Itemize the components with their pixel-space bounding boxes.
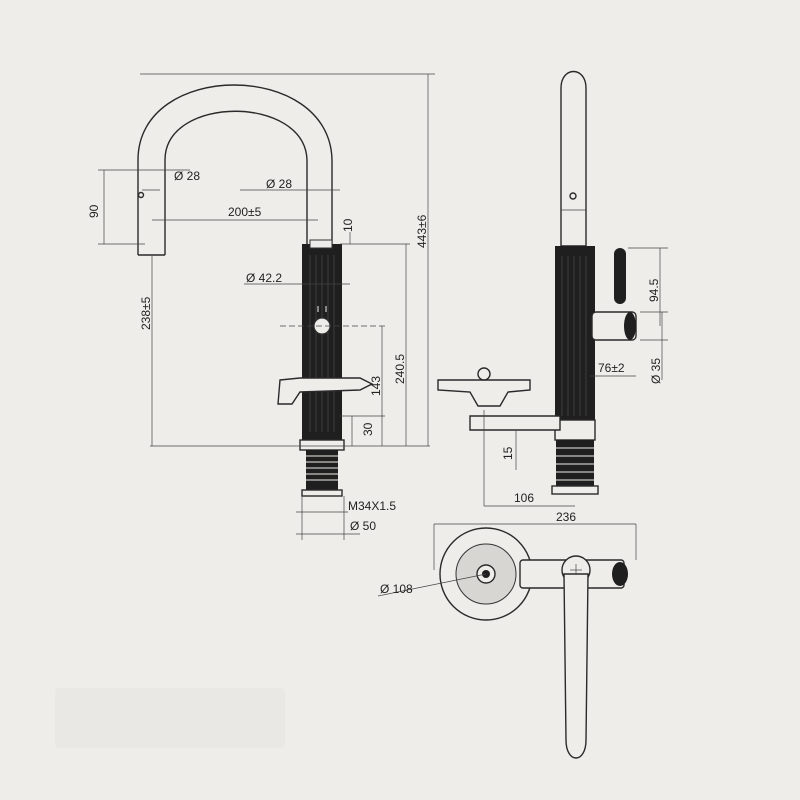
label-thread: M34X1.5: [348, 499, 396, 513]
label-30: 30: [361, 422, 375, 436]
top-view: [377, 523, 637, 759]
spout-outer: [137, 84, 333, 255]
label-94: 94.5: [647, 278, 661, 302]
label-d28-spout: Ø 28: [174, 169, 200, 183]
label-443: 443±6: [415, 214, 429, 248]
label-240: 240.5: [393, 354, 407, 384]
side-body: [555, 246, 595, 422]
label-d35: Ø 35: [649, 358, 663, 384]
label-76: 76±2: [598, 361, 625, 375]
side-view: [437, 71, 668, 507]
label-236: 236: [556, 510, 576, 524]
front-view: [98, 73, 435, 540]
front-lever: [277, 377, 374, 405]
watermark-area: [55, 688, 285, 748]
top-handle: [563, 573, 589, 759]
dimension-labels: Ø 28 Ø 28 90 200±5 10 Ø 42.2 238±5 443±6…: [87, 169, 663, 596]
label-143: 143: [369, 376, 383, 396]
label-238: 238±5: [139, 296, 153, 330]
side-cross-handle: [437, 379, 531, 407]
label-d108: Ø 108: [380, 582, 413, 596]
label-d42: Ø 42.2: [246, 271, 282, 285]
label-10: 10: [341, 218, 355, 232]
label-106: 106: [514, 491, 534, 505]
side-spout: [560, 71, 587, 247]
label-d50: Ø 50: [350, 519, 376, 533]
label-d28-neck: Ø 28: [266, 177, 292, 191]
spout-inner: [164, 110, 308, 255]
label-200: 200±5: [228, 205, 262, 219]
label-90: 90: [87, 204, 101, 218]
label-15: 15: [501, 446, 515, 460]
